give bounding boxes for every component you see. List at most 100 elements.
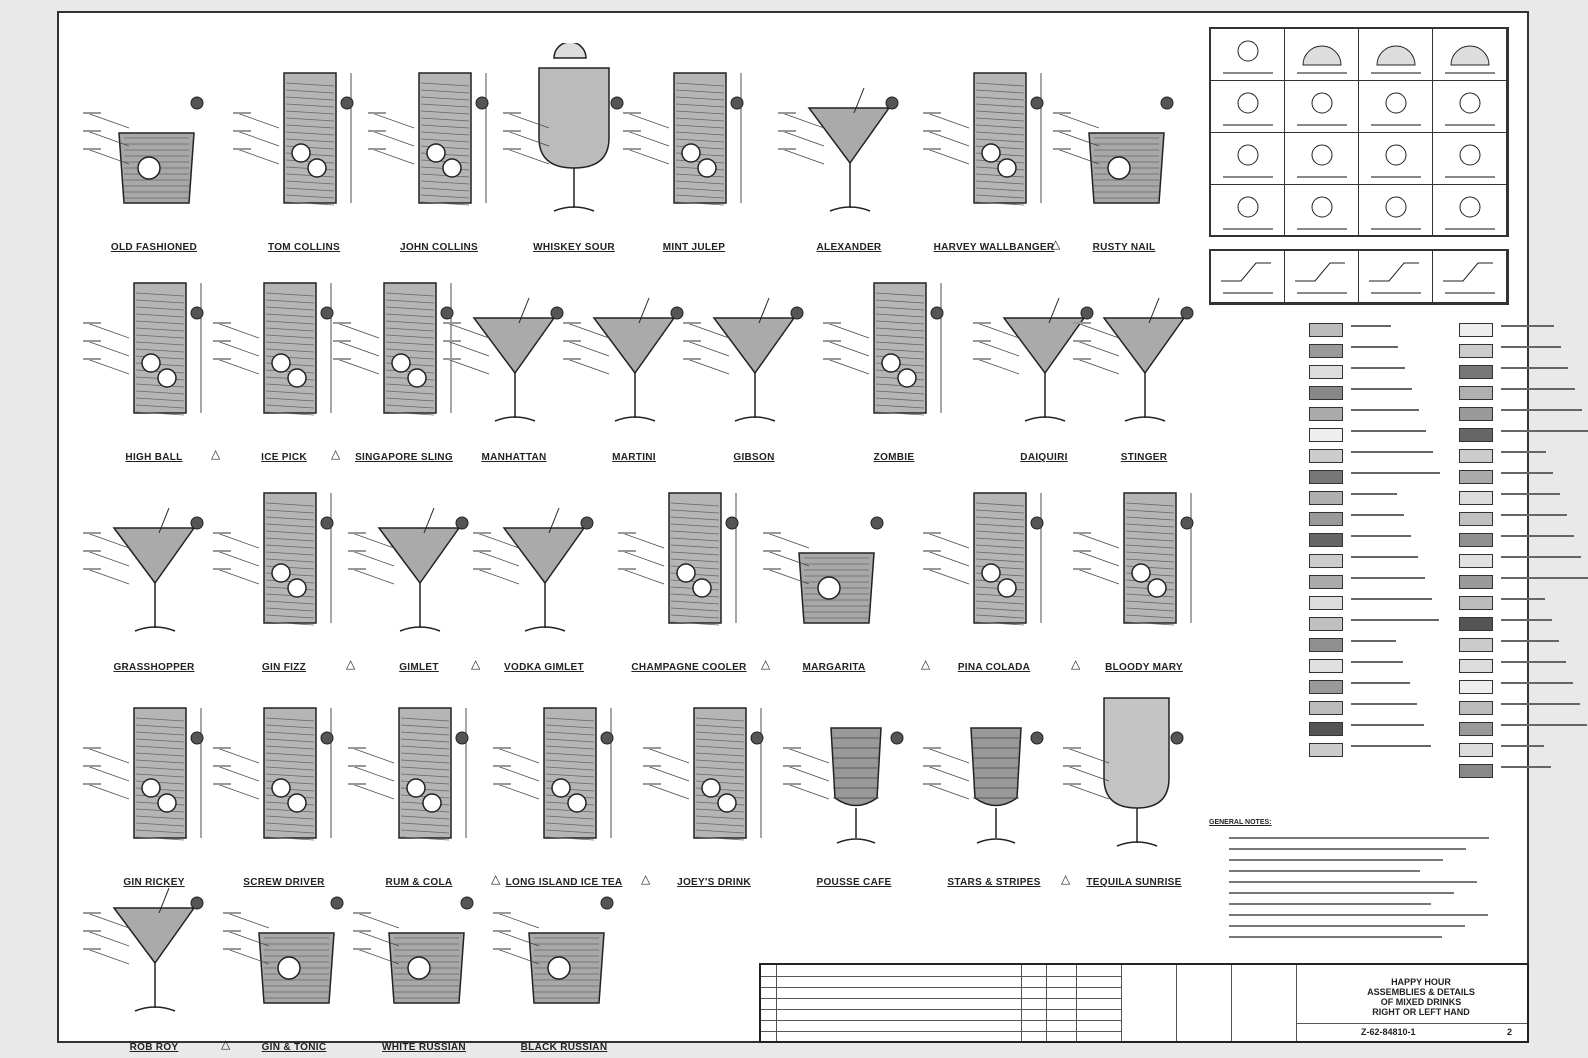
legend-text <box>1501 472 1553 477</box>
drink-name: VODKA GIMLET <box>504 662 584 673</box>
hatch-swatch <box>1309 743 1343 757</box>
garnish-symbol-icon <box>1285 29 1359 81</box>
legend-text <box>1501 514 1567 519</box>
warning-triangle-icon: △ <box>211 447 221 461</box>
legend-text <box>1501 367 1568 372</box>
title-block-rule <box>1231 965 1232 1041</box>
legend-text <box>1351 451 1433 456</box>
glass-drawing <box>83 282 204 416</box>
drink-name: ROB ROY <box>129 1042 179 1053</box>
legend-item <box>1459 468 1588 486</box>
hatch-swatch <box>1309 344 1343 358</box>
glass-drawing <box>83 707 204 841</box>
drink-detail: GIN FIZZ <box>209 463 359 673</box>
legend-text <box>1501 703 1580 708</box>
warning-triangle-icon: △ <box>221 1037 231 1051</box>
drink-detail: STARS & STRIPES <box>919 678 1069 888</box>
hatch-swatch <box>1459 344 1493 358</box>
legend-item <box>1309 384 1449 402</box>
note-line <box>1229 870 1420 872</box>
legend-text <box>1501 493 1560 498</box>
drawing-title: HAPPY HOUR ASSEMBLIES & DETAILS OF MIXED… <box>1321 977 1521 1017</box>
legend-text <box>1501 619 1552 624</box>
glass-drawing <box>563 297 684 422</box>
legend-item <box>1459 720 1588 738</box>
legend-text <box>1351 619 1439 624</box>
pour-symbol-icon <box>1433 251 1507 303</box>
title-block: HAPPY HOUR ASSEMBLIES & DETAILS OF MIXED… <box>759 963 1529 1043</box>
title-line-4: RIGHT OR LEFT HAND <box>1372 1007 1470 1017</box>
legend-text <box>1351 682 1410 687</box>
hatch-swatch <box>1309 722 1343 736</box>
pour-symbol-icon <box>1285 251 1359 303</box>
pour-symbol-icon <box>1359 251 1433 303</box>
title-block-rule <box>1021 965 1022 1041</box>
drink-name: RUM & COLA <box>385 877 453 888</box>
title-block-rule <box>761 976 1121 977</box>
warning-triangle-icon: △ <box>921 657 931 671</box>
legend-item <box>1459 762 1588 780</box>
legend-text <box>1351 325 1391 330</box>
legend-item <box>1309 615 1449 633</box>
drink-name: WHISKEY SOUR <box>533 242 615 253</box>
glass-drawing <box>973 297 1094 422</box>
title-block-rule <box>761 987 1121 988</box>
legend-text <box>1501 661 1566 666</box>
glass-drawing <box>923 727 1044 844</box>
legend-text <box>1501 724 1587 729</box>
legend-text <box>1351 388 1412 393</box>
legend-text <box>1501 598 1545 603</box>
hatch-swatch <box>1459 596 1493 610</box>
drink-detail: TEQUILA SUNRISE△ <box>1059 678 1209 888</box>
note-line <box>1229 936 1442 938</box>
drink-name: MINT JULEP <box>662 242 726 253</box>
garnish-symbol-icon <box>1359 29 1433 81</box>
drink-name: BLOODY MARY <box>1105 662 1183 673</box>
garnish-symbol-icon <box>1433 29 1507 81</box>
warning-triangle-icon: △ <box>346 657 356 671</box>
drink-detail: MINT JULEP <box>619 43 769 253</box>
title-line-3: OF MIXED DRINKS <box>1380 997 1462 1007</box>
drink-name: HARVEY WALLBANGER <box>933 242 1055 253</box>
title-block-rule <box>1076 965 1077 1041</box>
legend-item <box>1459 594 1588 612</box>
drink-name: GIN FIZZ <box>261 662 307 673</box>
legend-item <box>1309 594 1449 612</box>
legend-text <box>1501 745 1544 750</box>
legend-text <box>1351 514 1404 519</box>
legend-item <box>1309 510 1449 528</box>
pour-symbol-table <box>1209 249 1509 305</box>
glass-drawing <box>778 87 899 212</box>
drink-detail: RUSTY NAIL△ <box>1049 43 1199 253</box>
drink-name: BLACK RUSSIAN <box>520 1042 608 1053</box>
drink-detail: ICE PICK△ <box>209 253 359 463</box>
drink-detail: ALEXANDER <box>774 43 924 253</box>
legend-item <box>1309 426 1449 444</box>
title-block-rule <box>1296 1023 1527 1024</box>
glass-drawing <box>503 43 624 212</box>
drink-name: GRASSHOPPER <box>113 662 195 673</box>
title-block-rule <box>761 1009 1121 1010</box>
legend-text <box>1351 346 1398 351</box>
legend-item <box>1309 447 1449 465</box>
drink-detail: GIN RICKEY <box>79 678 229 888</box>
note-line <box>1229 914 1488 916</box>
glass-drawing <box>443 297 564 422</box>
legend-item <box>1459 741 1588 759</box>
hatch-swatch <box>1459 407 1493 421</box>
hatch-swatch <box>1459 386 1493 400</box>
warning-triangle-icon: △ <box>1071 657 1081 671</box>
hatch-swatch <box>1309 575 1343 589</box>
drink-detail: GIBSON <box>679 253 829 463</box>
glass-drawing <box>213 282 334 416</box>
garnish-symbol-icon <box>1433 133 1507 185</box>
drink-name: GIBSON <box>733 452 775 463</box>
drink-name: HIGH BALL <box>125 452 183 463</box>
hatch-swatch <box>1309 428 1343 442</box>
drink-name: POUSSE CAFE <box>816 877 892 888</box>
legend-text <box>1351 577 1425 582</box>
hatch-swatch <box>1459 701 1493 715</box>
legend-item <box>1459 699 1588 717</box>
title-block-rule <box>761 998 1121 999</box>
hatch-legend <box>1239 321 1588 801</box>
